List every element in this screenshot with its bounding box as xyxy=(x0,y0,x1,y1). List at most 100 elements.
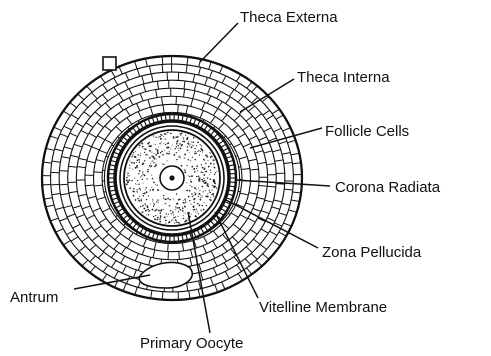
cytoplasm-dot xyxy=(170,210,171,211)
cytoplasm-dot xyxy=(163,195,164,196)
cytoplasm-dot xyxy=(189,190,191,192)
cytoplasm-dot xyxy=(207,177,209,179)
cytoplasm-dot xyxy=(184,171,186,173)
cytoplasm-dot xyxy=(137,189,138,190)
cytoplasm-dot xyxy=(190,181,192,183)
cytoplasm-dot xyxy=(143,148,144,149)
cytoplasm-dot xyxy=(191,166,193,168)
cytoplasm-dot xyxy=(194,148,195,149)
cytoplasm-dot xyxy=(186,165,187,166)
cytoplasm-dot xyxy=(164,150,165,151)
cytoplasm-dot xyxy=(141,199,142,200)
cytoplasm-dot xyxy=(207,185,208,186)
cytoplasm-dot xyxy=(127,175,128,176)
cytoplasm-dot xyxy=(165,203,166,204)
cytoplasm-dot xyxy=(209,174,210,175)
cytoplasm-dot xyxy=(175,206,176,207)
cytoplasm-dot xyxy=(189,145,190,146)
cell-wall xyxy=(236,156,238,157)
cytoplasm-dot xyxy=(159,143,160,144)
cytoplasm-dot xyxy=(178,150,179,151)
cytoplasm-dot xyxy=(159,212,161,214)
cytoplasm-dot xyxy=(202,205,204,207)
cytoplasm-dot xyxy=(211,194,212,195)
cytoplasm-dot xyxy=(216,171,217,172)
cytoplasm-dot xyxy=(193,199,194,200)
cytoplasm-dot xyxy=(214,174,215,175)
cytoplasm-dot xyxy=(210,172,211,173)
cytoplasm-dot xyxy=(190,160,191,161)
label-corona-radiata: Corona Radiata xyxy=(335,179,441,196)
cytoplasm-dot xyxy=(196,168,197,169)
cytoplasm-dot xyxy=(191,142,192,143)
cytoplasm-dot xyxy=(154,204,155,205)
cell-wall xyxy=(162,292,163,300)
cytoplasm-dot xyxy=(182,137,183,138)
cytoplasm-dot xyxy=(199,154,200,155)
cytoplasm-dot xyxy=(178,148,179,149)
cytoplasm-dot xyxy=(183,215,184,216)
cytoplasm-dot xyxy=(194,193,196,195)
cytoplasm-dot xyxy=(205,183,206,184)
cytoplasm-dot xyxy=(143,196,144,197)
cytoplasm-dot xyxy=(179,222,180,223)
cytoplasm-dot xyxy=(203,191,204,192)
cytoplasm-dot xyxy=(134,156,136,158)
cytoplasm-dot xyxy=(184,153,186,155)
cytoplasm-dot xyxy=(148,214,149,215)
cytoplasm-dot xyxy=(142,143,144,145)
cytoplasm-dot xyxy=(183,202,185,204)
cytoplasm-dot xyxy=(153,203,154,204)
cytoplasm-dot xyxy=(158,147,159,148)
cytoplasm-dot xyxy=(155,165,156,166)
cytoplasm-dot xyxy=(144,175,145,176)
cytoplasm-dot xyxy=(139,196,140,197)
cytoplasm-dot xyxy=(133,152,134,153)
label-zona-pellucida: Zona Pellucida xyxy=(322,244,422,261)
cytoplasm-dot xyxy=(165,223,166,224)
cytoplasm-dot xyxy=(176,221,178,223)
cytoplasm-dot xyxy=(208,166,210,168)
cytoplasm-dot xyxy=(160,215,162,217)
cytoplasm-dot xyxy=(202,152,203,153)
cytoplasm-dot xyxy=(176,159,177,160)
cytoplasm-dot xyxy=(207,196,209,198)
cytoplasm-dot xyxy=(181,144,182,145)
cytoplasm-dot xyxy=(159,136,161,138)
cytoplasm-dot xyxy=(197,151,198,152)
cytoplasm-dot xyxy=(181,165,183,167)
cytoplasm-dot xyxy=(143,193,145,195)
cytoplasm-dot xyxy=(184,199,185,200)
cytoplasm-dot xyxy=(182,210,184,212)
cytoplasm-dot xyxy=(213,179,215,181)
cytoplasm-dot xyxy=(196,209,197,210)
cytoplasm-dot xyxy=(195,151,196,152)
label-theca-interna: Theca Interna xyxy=(297,69,390,86)
cytoplasm-dot xyxy=(176,152,177,153)
cytoplasm-dot xyxy=(196,153,197,154)
cytoplasm-dot xyxy=(204,202,205,203)
cytoplasm-dot xyxy=(167,198,169,200)
cytoplasm-dot xyxy=(213,195,214,196)
cytoplasm-dot xyxy=(165,133,167,135)
cytoplasm-dot xyxy=(164,216,166,218)
cytoplasm-dot xyxy=(214,186,216,188)
cytoplasm-dot xyxy=(190,204,191,205)
cytoplasm-dot xyxy=(187,149,189,151)
cytoplasm-dot xyxy=(129,187,131,189)
cytoplasm-dot xyxy=(200,144,201,145)
cytoplasm-dot xyxy=(197,170,198,171)
cytoplasm-dot xyxy=(139,145,141,147)
cytoplasm-dot xyxy=(144,160,145,161)
cytoplasm-dot xyxy=(156,152,157,153)
cytoplasm-dot xyxy=(165,138,166,139)
cytoplasm-dot xyxy=(174,216,175,217)
cytoplasm-dot xyxy=(201,145,202,146)
cytoplasm-dot xyxy=(166,213,167,214)
cytoplasm-dot xyxy=(128,181,129,182)
cytoplasm-dot xyxy=(166,147,168,149)
cytoplasm-dot xyxy=(199,177,201,179)
cytoplasm-dot xyxy=(173,154,175,156)
cytoplasm-dot xyxy=(139,184,140,185)
cytoplasm-dot xyxy=(193,205,195,207)
